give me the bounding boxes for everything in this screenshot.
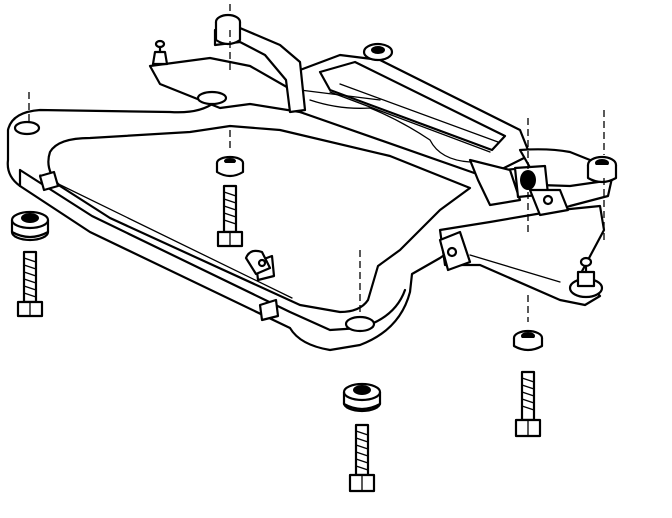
right-control-arm xyxy=(438,188,606,307)
center-left-insulator xyxy=(215,155,245,178)
rear-right-insulator xyxy=(520,170,536,190)
front-center-insulator xyxy=(342,382,382,413)
upper-right-mounts xyxy=(362,42,618,199)
front-left-insulator xyxy=(10,210,50,242)
rear-crossmember xyxy=(298,53,532,207)
alignment-lines xyxy=(28,4,605,322)
front-center-bolt xyxy=(348,423,376,493)
front-left-bolt xyxy=(16,250,44,318)
left-control-arm xyxy=(148,13,307,114)
rear-lower-insulator xyxy=(512,329,544,352)
rear-right-bolt xyxy=(514,370,542,438)
center-left-bolt xyxy=(216,184,244,248)
